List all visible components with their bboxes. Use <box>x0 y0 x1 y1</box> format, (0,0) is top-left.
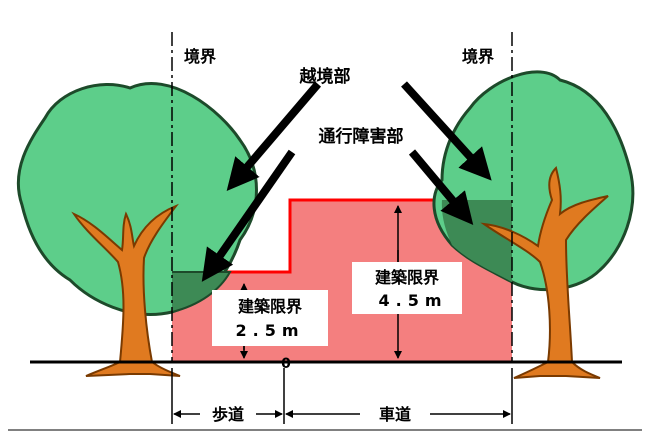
ground-marker-label: 0 <box>281 356 291 372</box>
roadway-clearance-value: 4.5m <box>378 291 447 310</box>
sidewalk-clearance-value: 2.5m <box>235 321 304 340</box>
callout-arrows <box>201 81 492 282</box>
roadway-clearance-label-box <box>352 262 462 314</box>
obstruction-label: 通行障害部 <box>319 126 404 147</box>
right-tree-trunk <box>480 166 609 379</box>
boundary-left-label: 境界 <box>184 47 216 66</box>
encroachment-arrow-left <box>226 81 322 191</box>
obstruction-arrow-left <box>201 149 296 282</box>
sidewalk-label: 歩道 <box>212 405 244 424</box>
left-obstruction-area <box>172 272 230 312</box>
roadway-clearance-title: 建築限界 <box>375 268 439 287</box>
encroachment-arrow-right <box>401 81 492 181</box>
sidewalk-clearance-label-box <box>212 290 328 346</box>
sidewalk-clearance-title: 建築限界 <box>238 297 302 316</box>
boundary-right-label: 境界 <box>462 47 494 66</box>
left-tree-trunk <box>71 203 181 377</box>
obstruction-arrow-right <box>408 149 474 226</box>
roadway-label: 車道 <box>379 405 411 424</box>
encroachment-label: 越境部 <box>299 66 351 87</box>
